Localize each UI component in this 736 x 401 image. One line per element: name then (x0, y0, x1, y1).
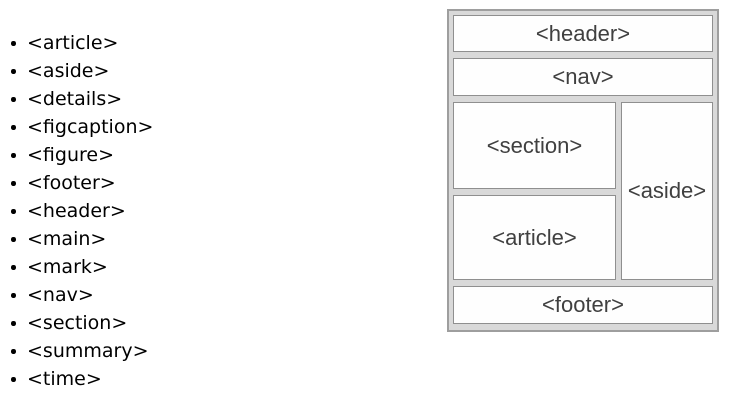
list-item-mark: <mark> (11, 253, 153, 281)
list-item-footer: <footer> (11, 169, 153, 197)
list-item-section: <section> (11, 309, 153, 337)
layout-box-aside: <aside> (621, 102, 713, 280)
layout-box-nav: <nav> (453, 58, 713, 96)
list-item-main: <main> (11, 225, 153, 253)
layout-box-section: <section> (453, 102, 616, 189)
layout-box-header: <header> (453, 15, 713, 52)
list-item-article: <article> (11, 29, 153, 57)
list-item-time: <time> (11, 365, 153, 393)
list-item-figure: <figure> (11, 141, 153, 169)
list-item-summary: <summary> (11, 337, 153, 365)
layout-box-article: <article> (453, 195, 616, 280)
semantic-layout-diagram: <header> <nav> <section> <article> <asid… (447, 9, 719, 332)
list-item-header: <header> (11, 197, 153, 225)
list-item-aside: <aside> (11, 57, 153, 85)
list-item-nav: <nav> (11, 281, 153, 309)
semantic-elements-list: <article> <aside> <details> <figcaption>… (11, 29, 153, 393)
list-item-details: <details> (11, 85, 153, 113)
list-item-figcaption: <figcaption> (11, 113, 153, 141)
layout-box-footer: <footer> (453, 286, 713, 324)
